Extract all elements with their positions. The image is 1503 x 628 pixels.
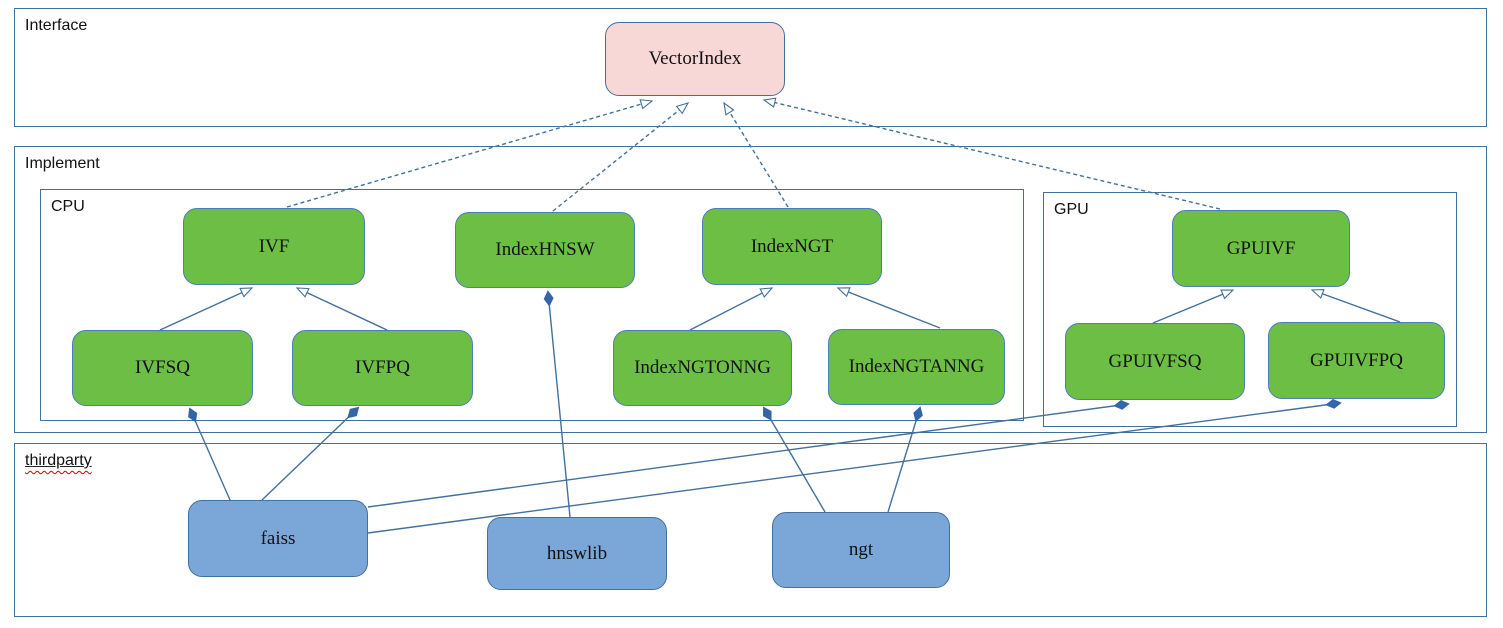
node-indexhnsw[interactable]: IndexHNSW xyxy=(455,212,635,288)
container-gpu-label: GPU xyxy=(1054,201,1089,218)
node-gpuivfpq-label: GPUIVFPQ xyxy=(1310,349,1403,371)
spellcheck-squiggle-text: thirdparty xyxy=(25,452,92,469)
node-hnswlib-label: hnswlib xyxy=(546,542,608,564)
node-ngt[interactable]: ngt xyxy=(772,512,950,588)
container-cpu-label: CPU xyxy=(51,198,85,215)
node-indexngt-label: IndexNGT xyxy=(750,235,834,257)
container-thirdparty-label: thirdparty xyxy=(25,452,92,470)
node-indexhnsw-label: IndexHNSW xyxy=(495,239,595,260)
node-faiss[interactable]: faiss xyxy=(188,500,368,577)
node-gpuivfsq[interactable]: GPUIVFSQ xyxy=(1065,323,1245,400)
node-ivfpq-label: IVFPQ xyxy=(355,357,410,378)
node-indexngtonng-label: IndexNGTONNG xyxy=(634,357,771,378)
node-ivfpq[interactable]: IVFPQ xyxy=(292,330,473,406)
container-interface-label: Interface xyxy=(25,17,88,34)
node-indexngtanng-label: IndexNGTANNG xyxy=(848,356,985,377)
node-hnswlib[interactable]: hnswlib xyxy=(487,517,667,590)
node-ivf-label: IVF xyxy=(258,235,290,257)
node-ngt-label: ngt xyxy=(848,539,874,560)
node-ivfsq[interactable]: IVFSQ xyxy=(72,330,253,406)
node-indexngtonng[interactable]: IndexNGTONNG xyxy=(613,330,792,406)
node-gpuivfpq[interactable]: GPUIVFPQ xyxy=(1268,322,1445,399)
node-vectorindex-label: VectorIndex xyxy=(648,48,742,69)
node-gpuivf[interactable]: GPUIVF xyxy=(1172,210,1350,287)
node-indexngtanng[interactable]: IndexNGTANNG xyxy=(828,329,1005,405)
node-vectorindex[interactable]: VectorIndex xyxy=(605,22,785,96)
node-faiss-label: faiss xyxy=(260,527,296,549)
node-indexngt[interactable]: IndexNGT xyxy=(702,208,882,285)
node-ivf[interactable]: IVF xyxy=(183,208,365,285)
node-ivfsq-label: IVFSQ xyxy=(135,357,190,378)
node-gpuivf-label: GPUIVF xyxy=(1226,237,1296,259)
container-implement-label: Implement xyxy=(25,155,100,172)
node-gpuivfsq-label: GPUIVFSQ xyxy=(1108,350,1202,372)
